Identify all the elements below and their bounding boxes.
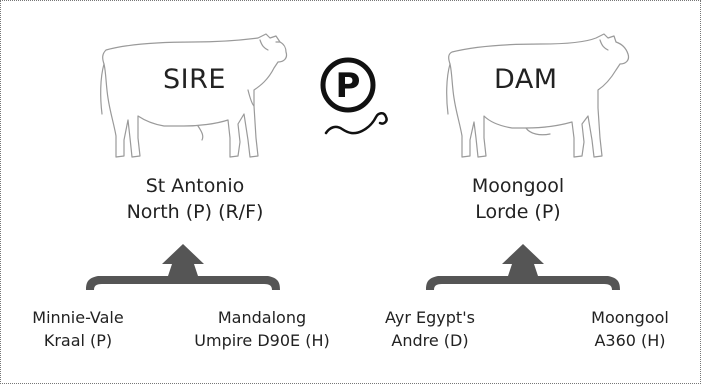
sire-dam-line1: Mandalong (217, 308, 307, 327)
sire-label: SIRE (163, 64, 226, 95)
sire-parents-arrow-icon (78, 242, 288, 296)
sire-sire-line2: Kraal (P) (43, 331, 113, 350)
dam-label: DAM (494, 64, 558, 95)
sire-dam-name: Mandalong Umpire D90E (H) (182, 306, 342, 352)
dam-dam-line2: A360 (H) (594, 331, 666, 350)
dam-name-line2: Lorde (P) (475, 201, 561, 223)
dam-sire-line2: Andre (D) (391, 331, 469, 350)
sire-cow-outline-icon (98, 28, 298, 168)
sire-sire-name: Minnie-Vale Kraal (P) (18, 306, 138, 352)
polled-letter: P (336, 66, 361, 106)
dam-name-line1: Moongool (471, 175, 565, 197)
sire-sire-line1: Minnie-Vale (32, 308, 124, 327)
polled-emblem-icon: P (318, 55, 390, 149)
dam-dam-name: Moongool A360 (H) (570, 306, 690, 352)
sire-name-line1: St Antonio (145, 175, 245, 197)
sire-name: St Antonio North (P) (R/F) (100, 173, 290, 225)
sire-dam-line2: Umpire D90E (H) (194, 331, 330, 350)
dam-sire-name: Ayr Egypt's Andre (D) (370, 306, 490, 352)
dam-sire-line1: Ayr Egypt's (385, 308, 475, 327)
dam-name: Moongool Lorde (P) (423, 173, 613, 225)
dam-cow-outline-icon (446, 28, 646, 168)
dam-dam-line1: Moongool (591, 308, 669, 327)
sire-name-line2: North (P) (R/F) (126, 201, 264, 223)
dam-parents-arrow-icon (418, 242, 628, 296)
